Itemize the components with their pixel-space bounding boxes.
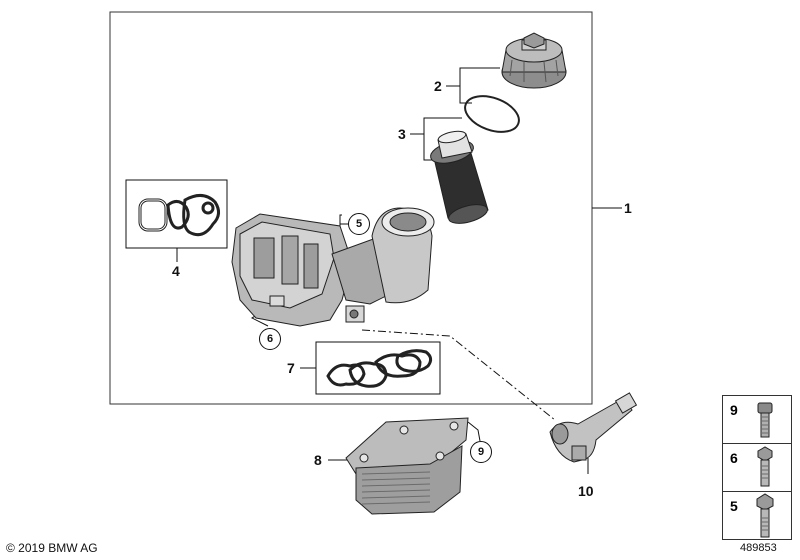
callout-3: 3 xyxy=(398,126,406,142)
oil-filter-housing xyxy=(231,207,435,327)
coolant-hose xyxy=(549,392,638,463)
callout-5-circle: 5 xyxy=(348,213,370,235)
callout-9-circle: 9 xyxy=(470,441,492,463)
legend-number-5: 5 xyxy=(730,498,738,514)
bolt-6-icon xyxy=(757,446,773,487)
bolt-5-icon xyxy=(756,493,774,538)
callout-1: 1 xyxy=(624,200,632,216)
bolt-9-icon xyxy=(757,402,773,438)
callout-6-circle: 6 xyxy=(259,328,281,350)
oil-filter-element xyxy=(430,130,489,224)
callout-4: 4 xyxy=(172,263,180,279)
oil-cooler xyxy=(345,417,469,515)
legend-row-9: 9 xyxy=(723,396,791,444)
callout-7: 7 xyxy=(287,360,295,376)
o-ring xyxy=(464,95,520,133)
callout-2: 2 xyxy=(434,78,442,94)
legend-row-6: 6 xyxy=(723,444,791,492)
seal-set-shapes xyxy=(326,349,433,388)
legend-row-5: 5 xyxy=(723,492,791,540)
seal-set-box xyxy=(315,341,441,395)
copyright-text: © 2019 BMW AG xyxy=(6,541,98,555)
legend-number-9: 9 xyxy=(730,402,738,418)
oil-filter-cap xyxy=(501,32,567,89)
legend-bolts xyxy=(756,402,774,538)
gasket-set-shapes xyxy=(138,194,220,237)
callout-8: 8 xyxy=(314,452,322,468)
legend-number-6: 6 xyxy=(730,450,738,466)
gasket-set-box xyxy=(125,179,228,249)
document-number: 489853 xyxy=(740,542,777,554)
fastener-legend: 9 6 5 xyxy=(722,395,792,540)
hose-connection-line xyxy=(361,329,556,421)
callout-10: 10 xyxy=(578,483,594,499)
